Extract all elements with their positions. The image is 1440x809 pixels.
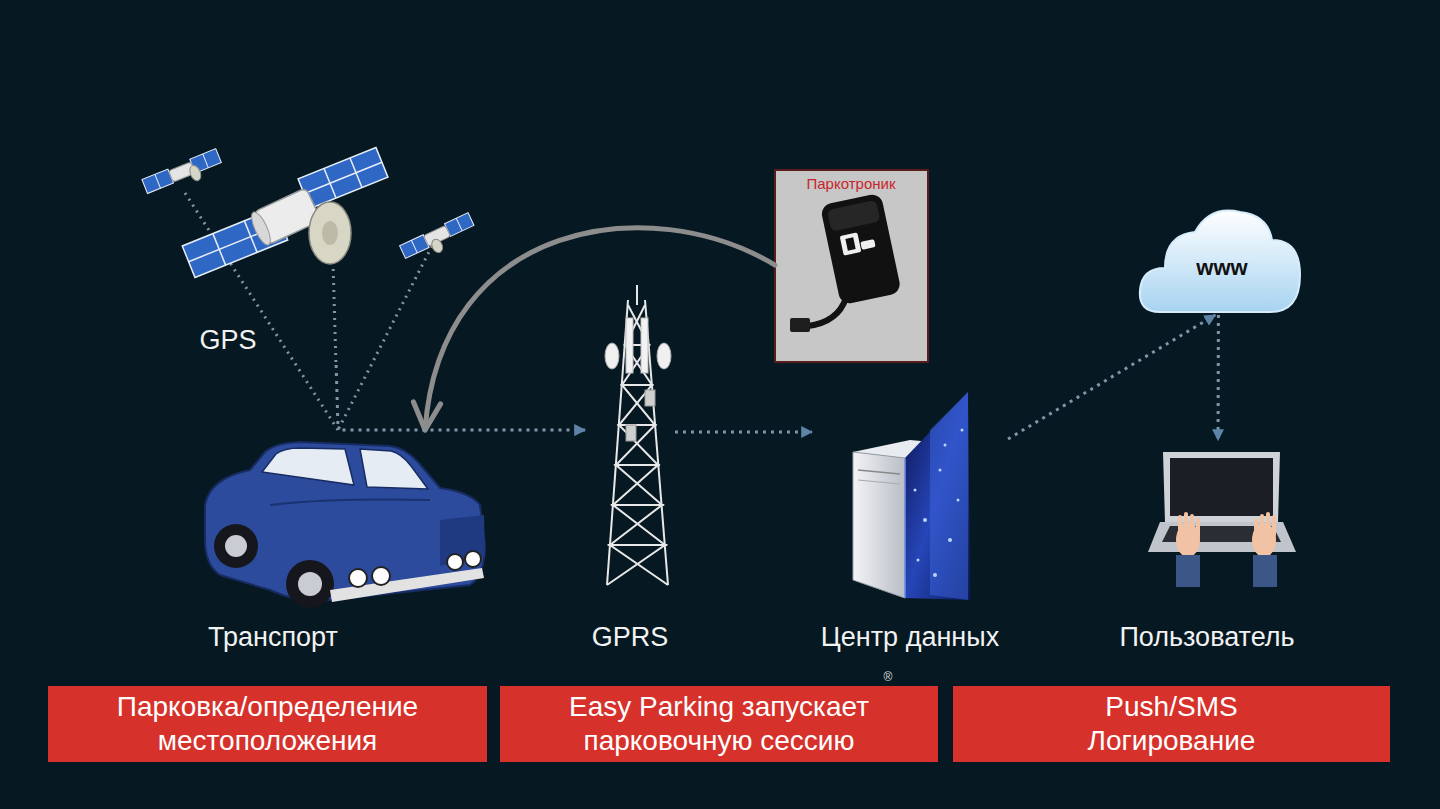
node-text: Центр данных: [821, 621, 999, 653]
datacenter-node: Центр данных: [812, 385, 1008, 655]
node-text: www: [1196, 255, 1247, 281]
node-text: Паркотроник: [807, 175, 896, 193]
tower-node: GPRS: [585, 285, 675, 655]
vehicle-node: Транспорт: [195, 430, 490, 655]
trademark-mark: ®: [884, 670, 893, 684]
satellite: [399, 213, 478, 267]
cloud-shape: [1140, 211, 1300, 312]
curved-arrow: [425, 228, 775, 430]
node-text: GPS: [199, 324, 256, 356]
node-text: Парковка/определение местоположения: [78, 690, 458, 757]
laptop-user: [1148, 452, 1296, 587]
step-band: Easy Parking запускает парковочную сесси…: [500, 686, 938, 762]
cloud-node: www: [1140, 205, 1300, 315]
node-text: Пользователь: [1119, 621, 1294, 653]
step-band: Парковка/определение местоположения: [48, 686, 487, 762]
gps-signal-lines: [185, 193, 432, 430]
step-band: Push/SMS Логирование: [953, 686, 1390, 762]
satellite: [182, 147, 388, 277]
dotted-connector: [336, 365, 338, 430]
data-center: [853, 392, 970, 600]
node-text: GPRS: [592, 621, 669, 653]
car-illustration: [205, 442, 485, 608]
user-node: Пользователь: [1100, 440, 1315, 655]
node-text: Easy Parking запускает парковочную сесси…: [529, 690, 909, 757]
dotted-connector: [1217, 315, 1220, 440]
device-panel: [775, 170, 928, 362]
gps-group: GPS: [150, 140, 480, 365]
device-box: Паркотроник: [775, 170, 928, 362]
dotted-connector: [343, 429, 586, 432]
cell-tower: [605, 285, 671, 585]
node-text: Push/SMS Логирование: [1052, 690, 1292, 757]
dotted-connector: [675, 430, 812, 433]
satellite: [142, 149, 225, 200]
dotted-connector: [1008, 315, 1215, 439]
node-text: Транспорт: [208, 621, 338, 653]
